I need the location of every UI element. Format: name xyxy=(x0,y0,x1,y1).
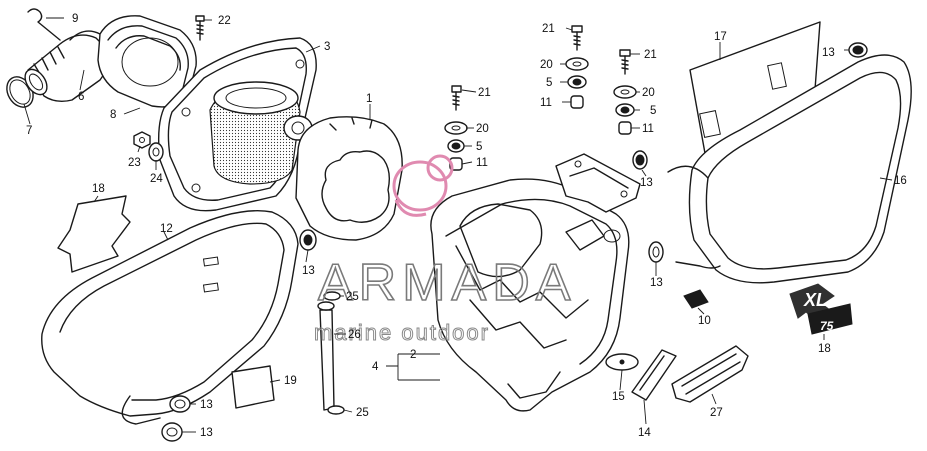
watermark-logo-icon xyxy=(392,154,454,217)
label-2: 2 xyxy=(410,349,416,361)
part-number-labels: 9 22 3 6 7 8 1 23 24 18 12 13 13 13 19 2… xyxy=(26,13,907,439)
leader-lines xyxy=(23,17,893,433)
watermark-brand: ARMADA xyxy=(318,254,576,312)
label-15: 15 xyxy=(612,391,625,403)
label-16: 16 xyxy=(894,175,907,187)
emblem-xl-text: XL xyxy=(803,290,827,310)
label-14: 14 xyxy=(638,427,651,439)
label-20a: 20 xyxy=(476,123,489,135)
label-4: 4 xyxy=(372,361,379,373)
part-1-foam-element xyxy=(295,116,403,241)
part-22-screw xyxy=(195,15,205,41)
label-23: 23 xyxy=(128,157,141,169)
part-18-decal-left xyxy=(57,195,131,273)
label-7: 7 xyxy=(26,125,32,137)
label-13a: 13 xyxy=(302,265,315,277)
label-3: 3 xyxy=(324,41,330,53)
label-11c: 11 xyxy=(642,123,654,135)
watermark-tagline: marine outdoor xyxy=(314,320,490,345)
label-22: 22 xyxy=(218,15,231,27)
part-18-emblem-xl: XL 75 xyxy=(789,283,853,335)
label-1: 1 xyxy=(366,93,372,105)
label-26: 26 xyxy=(348,329,361,341)
emblem-75-text: 75 xyxy=(820,319,834,333)
part-6-intake-tube xyxy=(24,30,110,103)
label-21c: 21 xyxy=(644,49,657,61)
part-24-grommet xyxy=(148,142,164,162)
part-14-holder xyxy=(631,349,677,401)
label-13b: 13 xyxy=(200,399,213,411)
part-13-grommet-d xyxy=(848,42,868,58)
label-13f: 13 xyxy=(650,277,663,289)
bolt-stack-right-top xyxy=(565,25,589,109)
label-9: 9 xyxy=(72,13,78,25)
part-13-grommet-b xyxy=(169,395,191,413)
part-23-nut xyxy=(133,131,151,149)
label-27: 27 xyxy=(710,407,723,419)
label-13c: 13 xyxy=(200,427,213,439)
label-20c: 20 xyxy=(642,87,655,99)
label-6: 6 xyxy=(78,91,84,103)
label-8: 8 xyxy=(110,109,116,121)
part-15-disc xyxy=(605,353,639,371)
part-25-clip-bottom xyxy=(327,405,345,415)
label-13d: 13 xyxy=(822,47,835,59)
label-18b: 18 xyxy=(818,343,831,355)
label-11a: 11 xyxy=(476,157,488,169)
part-13-grommet-c xyxy=(161,422,183,442)
watermark: ARMADA marine outdoor xyxy=(314,154,576,346)
part-13-grommet-e xyxy=(632,150,648,170)
label-24: 24 xyxy=(150,173,163,185)
part-13-grommet-a xyxy=(299,229,317,251)
label-21a: 21 xyxy=(478,87,491,99)
label-21b: 21 xyxy=(542,23,555,35)
part-27-holder xyxy=(671,345,749,403)
label-5a: 5 xyxy=(476,141,482,153)
label-17: 17 xyxy=(714,31,727,43)
part-2-cleaner-housing xyxy=(430,178,630,412)
part-8-cleaner-cover xyxy=(97,15,197,108)
bolt-stack-center xyxy=(444,85,468,171)
label-18a: 18 xyxy=(92,183,105,195)
part-19-label xyxy=(231,365,275,409)
label-10: 10 xyxy=(698,315,711,327)
part-3-cleaner-case xyxy=(157,37,317,212)
label-20b: 20 xyxy=(540,59,553,71)
label-11b: 11 xyxy=(540,97,552,109)
part-9-clip xyxy=(27,8,61,41)
part-16-side-cover-right xyxy=(667,54,912,284)
bolt-stack-right-bottom xyxy=(613,49,637,135)
label-12: 12 xyxy=(160,223,173,235)
housing-bracket xyxy=(555,153,641,213)
label-19: 19 xyxy=(284,375,297,387)
label-25b: 25 xyxy=(356,407,369,419)
label-13e: 13 xyxy=(640,177,653,189)
label-5c: 5 xyxy=(650,105,656,117)
part-10-rubber xyxy=(683,289,709,309)
label-25a: 25 xyxy=(346,291,359,303)
label-5b: 5 xyxy=(546,77,552,89)
part-26-breather-tube xyxy=(317,301,335,411)
part-12-side-cover-left xyxy=(41,210,299,425)
part-13-grommet-f xyxy=(648,241,664,263)
